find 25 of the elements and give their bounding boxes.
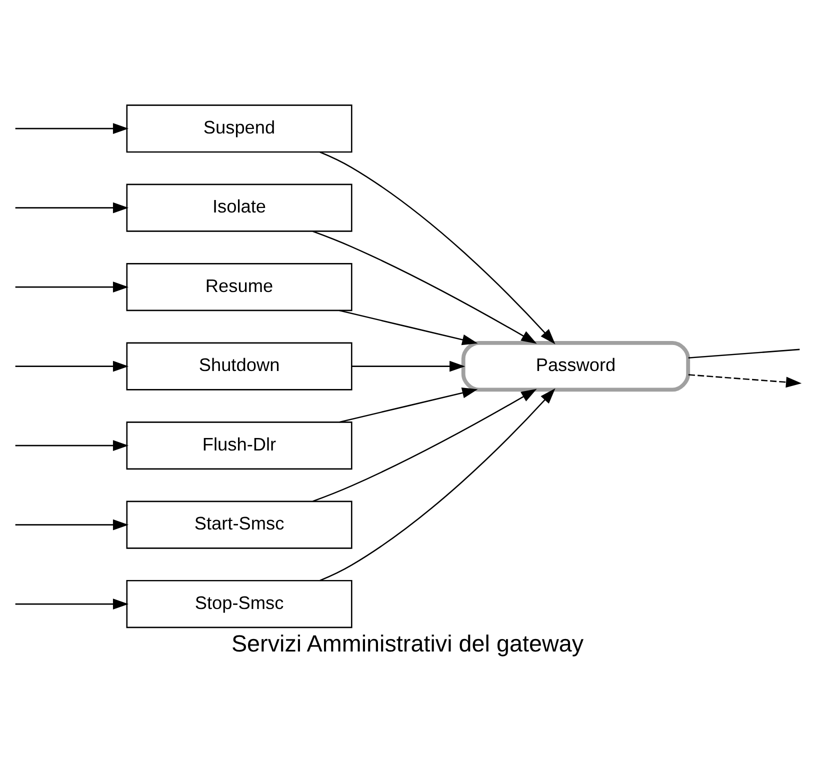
arrow: [352, 360, 466, 372]
node-box: Start-Smsc: [126, 500, 352, 549]
arrow: [15, 123, 129, 134]
node-box: Shutdown: [126, 342, 352, 390]
arrow: [15, 440, 129, 452]
caption: Servizi Amministrativi del gateway: [231, 630, 584, 656]
arrow: [688, 374, 802, 388]
node-box: Resume: [126, 263, 352, 312]
node-box: Stop-Smsc: [126, 580, 352, 628]
arrow: [15, 360, 129, 372]
arrow: [15, 202, 129, 214]
connector: [688, 348, 800, 359]
arrow: [320, 388, 556, 582]
arrow: [312, 388, 537, 502]
node-box: Suspend: [126, 104, 352, 153]
arrow: [15, 519, 129, 530]
arrow: [15, 282, 129, 293]
arrow: [339, 310, 478, 346]
arrow: [312, 230, 537, 344]
arrow: [320, 152, 556, 344]
node-box: Password: [461, 340, 690, 392]
arrow: [15, 598, 129, 610]
node-box: Flush-Dlr: [126, 422, 352, 470]
node-box: Isolate: [126, 184, 352, 232]
arrow: [339, 388, 478, 423]
